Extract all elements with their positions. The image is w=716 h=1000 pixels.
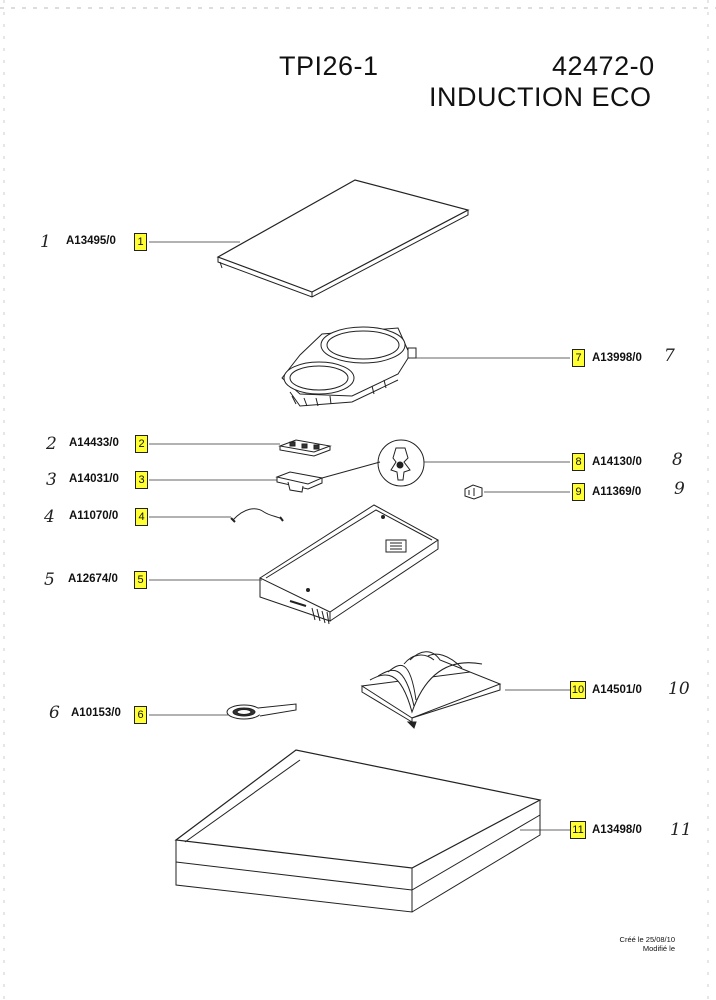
handwritten-ref: 4 (44, 507, 55, 527)
ref-badge: 11 (570, 821, 586, 839)
part-tape-roll (226, 703, 297, 720)
part-number: A13498/0 (592, 824, 642, 836)
part-number: A14433/0 (69, 437, 119, 449)
ref-badge: 6 (134, 706, 147, 724)
handwritten-ref: 11 (670, 820, 692, 840)
part-manual (360, 651, 502, 729)
part-packaging-box (174, 749, 542, 913)
created-date: Créé le 25/08/10 (619, 935, 675, 944)
ref-badge: 9 (572, 483, 585, 501)
ref-badge: 10 (570, 681, 586, 699)
handwritten-ref: 10 (668, 679, 690, 699)
ref-badge: 4 (135, 508, 148, 526)
part-coil-assembly (281, 326, 417, 407)
part-number: A13998/0 (592, 352, 642, 364)
part-glass-top (216, 179, 470, 298)
part-number: A11070/0 (69, 510, 119, 522)
part-number: A14501/0 (592, 684, 642, 696)
handwritten-ref: 7 (664, 346, 675, 366)
ref-badge: 7 (572, 349, 585, 367)
handwritten-ref: 5 (44, 570, 55, 590)
ref-badge: 5 (134, 571, 147, 589)
part-bracket (275, 471, 324, 493)
product-name: INDUCTION ECO (429, 82, 652, 112)
ref-badge: 1 (134, 233, 147, 251)
part-number: A11369/0 (592, 486, 642, 498)
handwritten-ref: 8 (672, 450, 683, 470)
handwritten-ref: 6 (49, 703, 60, 723)
part-cable (230, 508, 284, 523)
handwritten-ref: 1 (40, 232, 51, 252)
modified-date: Modifié le (642, 944, 675, 953)
ref-badge: 2 (135, 435, 148, 453)
leader-lines (149, 241, 570, 831)
part-number: A10153/0 (71, 707, 121, 719)
ref-badge: 8 (572, 453, 585, 471)
handwritten-ref: 9 (674, 479, 685, 499)
model-title: TPI26-1 (279, 51, 379, 81)
part-tray (258, 504, 439, 625)
part-connector (464, 484, 483, 500)
part-number: A14031/0 (69, 473, 119, 485)
part-fan-detail (321, 439, 425, 487)
handwritten-ref: 3 (46, 470, 57, 490)
part-number: A13495/0 (66, 235, 116, 247)
part-control-board (278, 439, 332, 457)
handwritten-ref: 2 (46, 434, 57, 454)
ref-badge: 3 (135, 471, 148, 489)
product-code: 42472-0 (552, 51, 655, 81)
footer-dates: Créé le 25/08/10 Modifié le (595, 935, 675, 953)
part-number: A14130/0 (592, 456, 642, 468)
part-number: A12674/0 (68, 573, 118, 585)
